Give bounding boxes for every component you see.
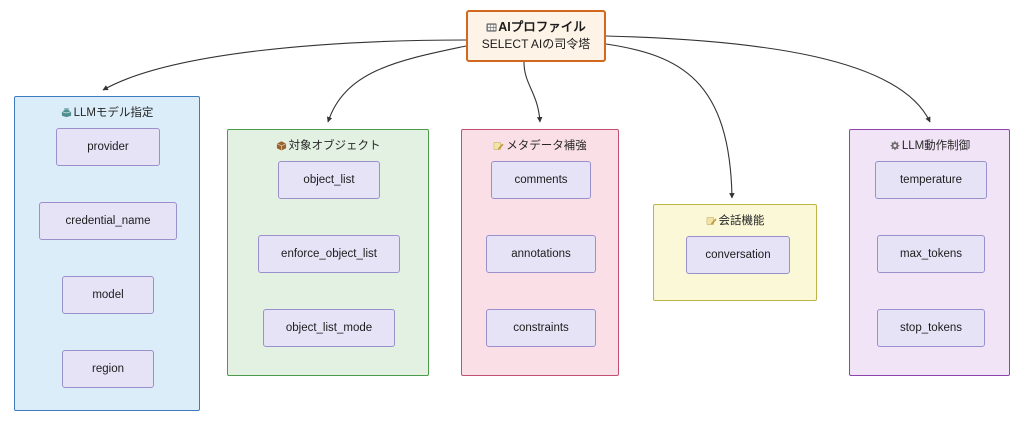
node-label: constraints: [513, 322, 569, 334]
cluster-label: メタデータ補強: [506, 140, 587, 152]
cluster-title-target-object: 対象オブジェクト: [228, 137, 428, 153]
cluster-metadata[interactable]: メタデータ補強 comments annotations constraints: [461, 129, 619, 376]
node-model[interactable]: model: [62, 276, 154, 314]
root-title-row: AIプロファイル: [486, 20, 586, 36]
node-credential-name[interactable]: credential_name: [39, 202, 177, 240]
node-label: model: [92, 289, 124, 301]
edge-root-to-llm-model: [102, 39, 467, 91]
node-max-tokens[interactable]: max_tokens: [877, 235, 985, 273]
node-label: annotations: [511, 248, 571, 260]
node-object-list-mode[interactable]: object_list_mode: [263, 309, 395, 347]
node-label: object_list: [303, 174, 355, 186]
edge-root-to-metadata: [523, 61, 543, 123]
root-subtitle: SELECT AIの司令塔: [481, 36, 591, 51]
node-stop-tokens[interactable]: stop_tokens: [877, 309, 985, 347]
node-region[interactable]: region: [62, 350, 154, 388]
memo-icon: [493, 140, 504, 151]
node-label: conversation: [705, 249, 771, 261]
node-ai-profile[interactable]: AIプロファイル SELECT AIの司令塔: [466, 10, 606, 62]
node-label: comments: [514, 174, 568, 186]
node-label: max_tokens: [899, 248, 962, 260]
node-object-list[interactable]: object_list: [278, 161, 380, 199]
node-provider[interactable]: provider: [56, 128, 160, 166]
edge-root-to-llm-behavior: [605, 35, 931, 123]
node-conversation[interactable]: conversation: [686, 236, 790, 274]
cluster-title-llm-model: LLMモデル指定: [15, 104, 199, 120]
edge-root-to-conversation: [605, 43, 735, 199]
node-constraints[interactable]: constraints: [486, 309, 596, 347]
memo-icon: [706, 215, 717, 226]
robot-icon: [486, 22, 497, 33]
node-label: temperature: [899, 174, 962, 186]
node-enforce-object-list[interactable]: enforce_object_list: [258, 235, 400, 273]
cluster-label: LLMモデル指定: [73, 107, 154, 119]
node-temperature[interactable]: temperature: [875, 161, 987, 199]
cluster-title-metadata: メタデータ補強: [462, 137, 618, 153]
node-label: enforce_object_list: [281, 248, 377, 260]
edge-root-to-target-object: [326, 45, 467, 123]
cluster-label: LLM動作制御: [901, 140, 971, 152]
box-icon: [276, 140, 287, 151]
cluster-title-llm-behavior: LLM動作制御: [850, 137, 1009, 153]
cluster-llm-model[interactable]: LLMモデル指定 provider credential_name model …: [14, 96, 200, 411]
node-label: credential_name: [65, 215, 151, 227]
cluster-llm-behavior[interactable]: LLM動作制御 temperature max_tokens stop_toke…: [849, 129, 1010, 376]
node-annotations[interactable]: annotations: [486, 235, 596, 273]
cluster-conversation[interactable]: 会話機能 conversation: [653, 204, 817, 301]
node-label: provider: [87, 141, 129, 153]
node-label: object_list_mode: [285, 322, 373, 334]
package-icon: [61, 107, 72, 118]
root-title-text: AIプロファイル: [498, 19, 586, 34]
node-label: stop_tokens: [899, 322, 962, 334]
gear-icon: [889, 140, 900, 151]
cluster-label: 対象オブジェクト: [288, 140, 381, 152]
cluster-title-conversation: 会話機能: [654, 212, 816, 228]
cluster-target-object[interactable]: 対象オブジェクト object_list enforce_object_list…: [227, 129, 429, 376]
node-comments[interactable]: comments: [491, 161, 591, 199]
cluster-label: 会話機能: [718, 215, 765, 227]
node-label: region: [92, 363, 124, 375]
